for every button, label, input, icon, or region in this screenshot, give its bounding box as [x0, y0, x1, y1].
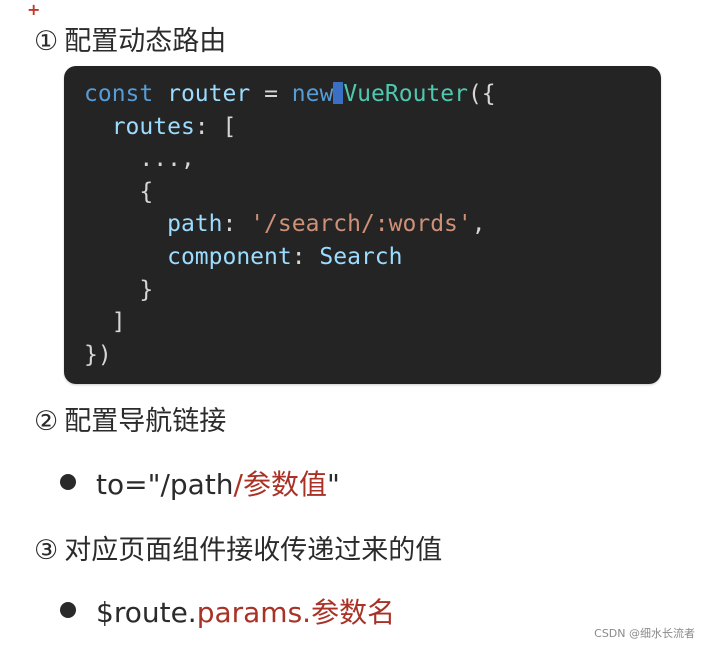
code-str-path: '/search/:words'	[250, 211, 472, 238]
step2-number: ②	[34, 406, 59, 437]
step3-title: 对应页面组件接收传递过来的值	[64, 535, 443, 566]
code-key-routes: routes	[111, 113, 195, 140]
code-ellipsis: ...,	[139, 146, 195, 173]
code-val-search: Search	[319, 243, 403, 270]
code-line-1: const router = new VueRouter({	[84, 78, 641, 111]
code-kw-new: new	[291, 81, 334, 107]
bullet-item-nav-link: to="/path/参数值"	[60, 466, 340, 504]
code-line-7: }	[84, 274, 641, 307]
bullet-item-route-params: $route.params.参数名	[60, 594, 395, 632]
step2-title: 配置导航链接	[64, 406, 227, 437]
step1-title: 配置动态路由	[64, 26, 227, 57]
code-op-eq: =	[264, 81, 278, 107]
code-brace-close: }	[139, 276, 154, 303]
code-path-colon: :	[222, 211, 251, 238]
code-line-5: path: '/search/:words',	[84, 208, 641, 241]
bullet1-prefix: to="/path	[96, 468, 234, 501]
watermark: CSDN @细水长流者	[594, 627, 695, 640]
code-line-8: ]	[84, 306, 641, 339]
code-path-comma: ,	[471, 211, 486, 238]
bullet-dot-icon	[60, 602, 76, 618]
bullet2-accent: params.参数名	[196, 596, 396, 629]
code-line-3: ...,	[84, 143, 641, 176]
code-key-component: component	[167, 243, 292, 270]
plus-marker: +	[27, 0, 41, 19]
code-kw-const: const	[84, 81, 154, 107]
code-routes-punc: : [	[194, 113, 237, 140]
bullet2-prefix: $route.	[96, 596, 197, 629]
step1-number: ①	[34, 26, 59, 57]
bullet1-suffix: "	[326, 468, 340, 501]
step3-number: ③	[34, 535, 59, 566]
code-line-9: })	[84, 339, 641, 372]
code-brace-open: {	[139, 178, 154, 205]
code-key-path: path	[167, 211, 223, 238]
text-cursor	[333, 82, 344, 104]
code-line-6: component: Search	[84, 241, 641, 274]
code-punc-open: ({	[467, 81, 496, 107]
bullet-dot-icon	[60, 474, 76, 490]
code-line-4: {	[84, 176, 641, 209]
code-component-colon: :	[291, 243, 320, 270]
code-cls-vuerouter: VueRouter	[343, 81, 468, 107]
code-bracket-close: ]	[111, 309, 126, 336]
code-end: })	[84, 341, 112, 368]
bullet1-accent: /参数值	[233, 468, 327, 501]
code-var-router: router	[167, 81, 251, 107]
code-line-2: routes: [	[84, 111, 641, 144]
